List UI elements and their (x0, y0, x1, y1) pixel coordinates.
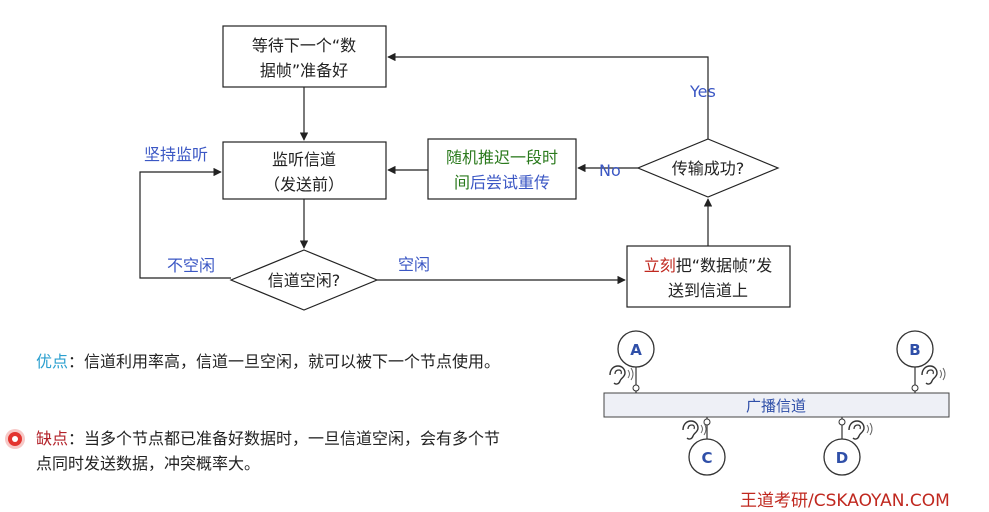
advantages-text: ：信道利用率高，信道一旦空闲，就可以被下一个节点使用。 (68, 352, 501, 371)
node-d (823, 438, 861, 476)
node-a-label: A (630, 341, 642, 359)
node-c (688, 438, 726, 476)
listen-box-line1: 监听信道 (272, 150, 336, 169)
send-box-accent: 立刻 (644, 256, 676, 275)
ear-icon (609, 365, 634, 385)
success-diamond-text: 传输成功? (672, 159, 745, 178)
label-idle: 空闲 (398, 255, 430, 274)
node-b (896, 330, 934, 368)
listen-channel-box: 监听信道 （发送前） (222, 141, 387, 200)
retry-box-line1: 随机推迟一段时 (446, 148, 558, 167)
wait-box-line2: 据帧”准备好 (260, 61, 348, 80)
advantages-note: 优点：信道利用率高，信道一旦空闲，就可以被下一个节点使用。 (36, 349, 506, 374)
send-box-line2: 送到信道上 (668, 281, 748, 300)
retry-box-line2-green: 间 (454, 173, 470, 192)
pointer-cursor-icon (8, 432, 22, 446)
send-box-line1-rest: 把“数据帧”发 (676, 256, 773, 275)
retry-box-line2: 间后尝试重传 (454, 173, 550, 192)
random-backoff-box: 随机推迟一段时 间后尝试重传 (427, 138, 577, 200)
channel-idle-decision: 信道空闲? (229, 249, 379, 311)
node-b-label: B (909, 341, 920, 359)
disadvantages-note: 缺点：当多个节点都已准备好数据时，一旦信道空闲，会有多个节点同时发送数据，冲突概… (36, 426, 506, 476)
wait-for-frame-box: 等待下一个“数 据帧”准备好 (222, 25, 387, 88)
arrow-busy-loop (139, 167, 231, 279)
label-persist-listening: 坚持监听 (144, 145, 208, 164)
broadcast-channel-diagram: 广播信道 A B C D (603, 330, 950, 476)
label-yes: Yes (689, 82, 716, 101)
listen-box-line2: （发送前） (264, 175, 344, 194)
disadvantages-text: ：当多个节点都已准备好数据时，一旦信道空闲，会有多个节点同时发送数据，冲突概率大… (36, 429, 501, 473)
label-no: No (599, 161, 621, 180)
send-frame-box: 立刻把“数据帧”发 送到信道上 (626, 245, 791, 308)
advantages-label: 优点 (36, 352, 69, 371)
watermark: 王道考研/CSKAOYAN.COM (740, 491, 950, 511)
node-a (617, 330, 655, 368)
node-d-label: D (836, 449, 848, 467)
node-c-label: C (701, 449, 712, 467)
send-box-line1: 立刻把“数据帧”发 (644, 256, 773, 275)
wait-box-line1: 等待下一个“数 (252, 36, 356, 55)
idle-diamond-text: 信道空闲? (268, 271, 341, 290)
disadvantages-label: 缺点 (36, 429, 69, 448)
flow-arrows (139, 52, 713, 285)
ear-icon (921, 365, 946, 385)
arrow-yes-to-wait (387, 52, 709, 139)
channel-label: 广播信道 (746, 397, 806, 415)
label-busy: 不空闲 (167, 256, 215, 275)
ear-icon (682, 420, 707, 440)
retry-box-line2-blue: 后尝试重传 (470, 173, 550, 192)
transmission-success-decision: 传输成功? (636, 138, 780, 198)
ear-icon (848, 420, 873, 440)
